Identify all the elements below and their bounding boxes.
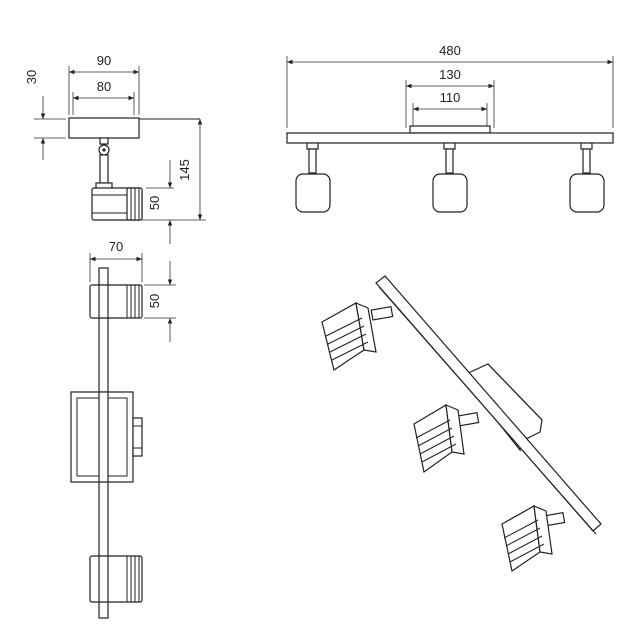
side-stem-top — [99, 137, 109, 145]
front-head-3 — [569, 173, 605, 213]
side-stem — [99, 154, 109, 184]
dim-front-base-outer: 130 — [439, 67, 461, 82]
front-bar — [286, 132, 614, 144]
iso-spot-3 — [501, 505, 566, 572]
top-head-1 — [89, 284, 143, 319]
dim-top-head-depth: 50 — [147, 294, 162, 308]
iso-spot-2 — [413, 404, 480, 474]
dim-top-head-width: 70 — [109, 239, 123, 254]
iso-spot-1 — [321, 302, 394, 371]
side-base-plate — [68, 117, 140, 139]
front-view: 480 130 110 — [286, 43, 614, 213]
isometric-view — [321, 275, 602, 572]
top-view: 70 50 — [70, 239, 176, 619]
side-joint-center — [102, 148, 106, 152]
dim-side-total-height: 145 — [177, 159, 192, 181]
dim-side-inner-width: 80 — [97, 79, 111, 94]
front-head-1 — [295, 173, 331, 213]
dim-front-length: 480 — [439, 43, 461, 58]
front-head-2 — [432, 173, 468, 213]
dim-front-base-inner: 110 — [440, 90, 461, 105]
top-canopy-clip — [132, 417, 143, 457]
front-stem-3 — [582, 148, 591, 174]
dim-side-outer-width: 90 — [97, 53, 111, 68]
side-view: 90 80 30 145 50 — [24, 53, 206, 244]
iso-bar — [375, 275, 602, 532]
front-base-plate — [409, 125, 491, 134]
dim-side-head-height: 50 — [147, 196, 162, 210]
top-head-2 — [89, 555, 143, 603]
front-stem-2 — [445, 148, 454, 174]
front-stem-1 — [308, 148, 317, 174]
dim-side-height: 30 — [24, 70, 39, 84]
